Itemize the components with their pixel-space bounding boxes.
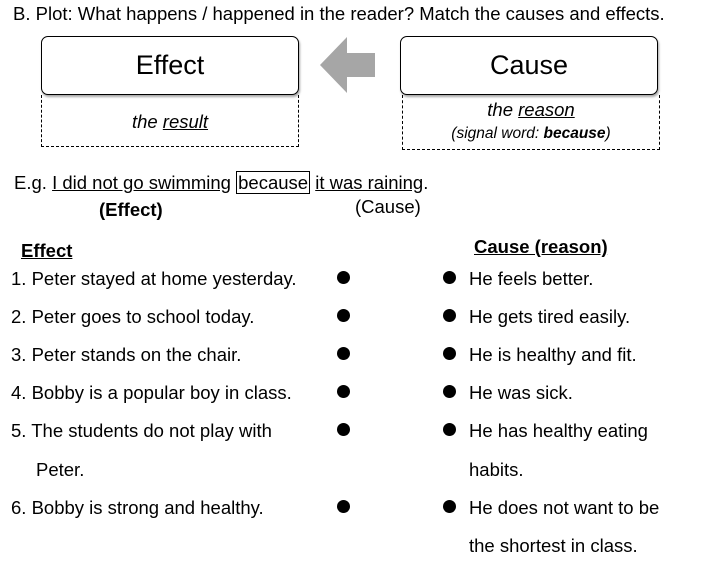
effect-match-dot[interactable] [337,271,350,284]
effect-match-dot[interactable] [337,347,350,360]
effect-subtext: the result [131,111,209,132]
signal-keyword: because [543,125,606,142]
cause-match-dot[interactable] [443,500,456,513]
section-heading: B. Plot: What happens / happened in the … [13,3,665,24]
cause-match-dot[interactable] [443,423,456,436]
effect-item: 5. The students do not play with [11,420,272,441]
effect-item: 4. Bobby is a popular boy in class. [11,382,292,403]
effect-item: 1. Peter stayed at home yesterday. [11,268,297,289]
cause-match-dot[interactable] [443,385,456,398]
cause-match-dot[interactable] [443,271,456,284]
cause-item: He gets tired easily. [469,306,631,327]
signal-word-note: (signal word: because) [451,125,611,142]
example-keyword: because [236,171,311,194]
effect-match-dot[interactable] [337,423,350,436]
effect-match-dot[interactable] [337,309,350,322]
cause-item-continued: the shortest in class. [469,535,638,556]
cause-subtext: the reason [487,99,575,120]
example-effect-text: I did not go swimming [52,172,231,193]
cause-box: Cause [400,36,658,95]
result-word: result [162,111,209,132]
effect-item-continued: Peter. [36,459,85,480]
effect-box: Effect [41,36,299,95]
effect-item: 3. Peter stands on the chair. [11,344,242,365]
cause-match-dot[interactable] [443,309,456,322]
example-effect-label: (Effect) [99,199,163,220]
effect-box-title: Effect [135,50,205,80]
effect-item: 6. Bobby is strong and healthy. [11,497,264,518]
cause-item: He does not want to be [469,497,660,518]
example-sentence: E.g. I did not go swimming because it wa… [14,171,429,194]
cause-item: He was sick. [469,382,573,403]
example-cause-text: it was raining [315,172,424,193]
cause-match-dot[interactable] [443,347,456,360]
effects-header: Effect [21,240,73,261]
left-arrow-icon [320,37,375,93]
cause-item-continued: habits. [469,459,524,480]
effect-match-dot[interactable] [337,385,350,398]
effect-item: 2. Peter goes to school today. [11,306,255,327]
cause-item: He is healthy and fit. [469,344,637,365]
causes-header: Cause (reason) [474,236,608,257]
cause-subbox: the reason (signal word: because) [402,95,660,150]
cause-item: He has healthy eating [469,420,648,441]
effect-subbox: the result [41,95,299,147]
effect-match-dot[interactable] [337,500,350,513]
example-cause-label: (Cause) [355,196,421,217]
cause-box-title: Cause [489,50,569,80]
reason-word: reason [518,99,575,120]
cause-item: He feels better. [469,268,594,289]
